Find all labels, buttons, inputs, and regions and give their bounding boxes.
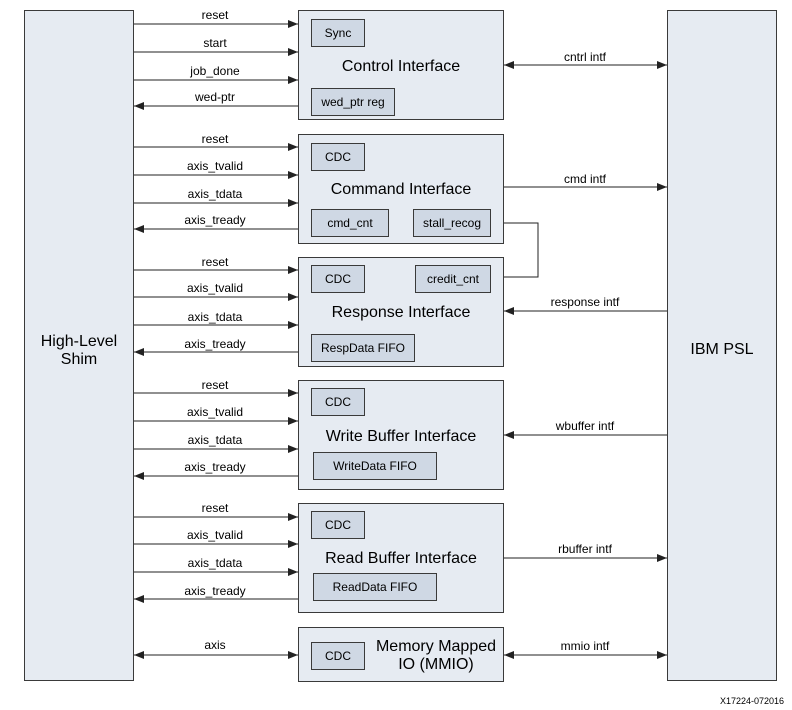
sync-box: Sync [311,19,365,47]
response-sig-tvalid: axis_tvalid [186,281,244,295]
ibm-psl-block: IBM PSL [667,10,777,681]
mmio-sig-axis: axis [204,638,226,652]
mmio-block: CDC Memory Mapped IO (MMIO) [298,627,504,682]
response-interface-block: CDC credit_cnt Response Interface RespDa… [298,257,504,367]
control-sig-start: start [203,36,227,50]
control-sig-reset: reset [201,8,229,22]
response-intf-label: response intf [550,295,620,309]
mmio-intf-label: mmio intf [560,639,610,653]
command-sig-reset: reset [201,132,229,146]
control-interface-block: Sync Control Interface wed_ptr reg [298,10,504,120]
command-interface-title: Command Interface [330,181,472,198]
mmio-title-line1: Memory Mapped [375,638,497,655]
response-sig-tready: axis_tready [184,337,246,351]
response-interface-title: Response Interface [331,304,471,321]
rbuf-sig-tvalid: axis_tvalid [186,528,244,542]
credit-cnt-box: credit_cnt [415,265,491,293]
rbuf-sig-tready: axis_tready [184,584,246,598]
high-level-shim-block: High-Level Shim [24,10,134,681]
read-buffer-interface-block: CDC Read Buffer Interface ReadData FIFO [298,503,504,613]
wbuf-sig-reset: reset [201,378,229,392]
wed-ptr-reg-box: wed_ptr reg [311,88,395,116]
command-interface-block: CDC Command Interface cmd_cnt stall_reco… [298,134,504,244]
command-sig-tdata: axis_tdata [187,187,243,201]
rbuf-sig-reset: reset [201,501,229,515]
control-sig-wed-ptr: wed-ptr [194,90,236,104]
cmd-cnt-box: cmd_cnt [311,209,389,237]
control-sig-job-done: job_done [190,64,240,78]
mmio-title-line2: IO (MMIO) [398,656,474,673]
read-buffer-interface-title: Read Buffer Interface [325,550,477,567]
wbuf-sig-tready: axis_tready [184,460,246,474]
shim-label-line2: Shim [60,351,98,368]
readdata-fifo-box: ReadData FIFO [313,573,437,601]
rbuf-sig-tdata: axis_tdata [187,556,243,570]
shim-label-line1: High-Level [40,333,118,350]
cmd-intf-label: cmd intf [563,172,607,186]
respdata-fifo-box: RespData FIFO [311,334,415,362]
wbuffer-intf-label: wbuffer intf [555,419,615,433]
response-sig-reset: reset [201,255,229,269]
figure-id: X17224-072016 [719,696,784,706]
read-cdc-box: CDC [311,511,365,539]
writedata-fifo-box: WriteData FIFO [313,452,437,480]
ibm-psl-label: IBM PSL [690,341,754,358]
response-cdc-box: CDC [311,265,365,293]
cntrl-intf-label: cntrl intf [563,50,607,64]
rbuffer-intf-label: rbuffer intf [558,542,612,556]
wbuf-sig-tdata: axis_tdata [187,433,243,447]
write-cdc-box: CDC [311,388,365,416]
stall-recog-box: stall_recog [413,209,491,237]
command-cdc-box: CDC [311,143,365,171]
credit-to-stall-arrow [491,219,539,278]
command-sig-tready: axis_tready [184,213,246,227]
wbuf-sig-tvalid: axis_tvalid [186,405,244,419]
mmio-cdc-box: CDC [311,642,365,670]
write-buffer-interface-block: CDC Write Buffer Interface WriteData FIF… [298,380,504,490]
write-buffer-interface-title: Write Buffer Interface [325,428,477,445]
response-sig-tdata: axis_tdata [187,310,243,324]
command-sig-tvalid: axis_tvalid [186,159,244,173]
control-interface-title: Control Interface [341,58,461,75]
